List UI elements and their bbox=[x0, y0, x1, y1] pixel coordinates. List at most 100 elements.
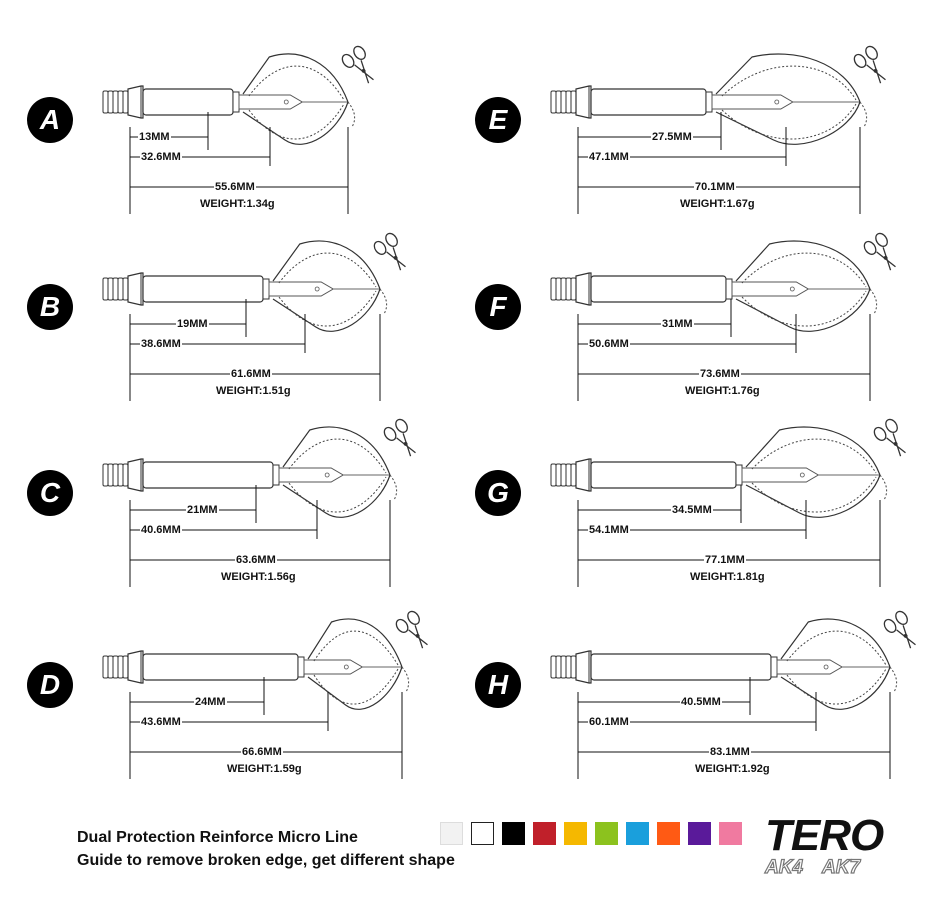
dimension-label-2: 54.1MM bbox=[588, 524, 630, 536]
shaft-thread bbox=[550, 463, 577, 487]
panel-letter-badge: F bbox=[475, 284, 521, 330]
weight-label: WEIGHT:1.56g bbox=[220, 571, 297, 583]
shaft-body bbox=[142, 461, 274, 489]
flight-outline bbox=[745, 426, 881, 518]
dimension-label-1: 31MM bbox=[661, 318, 694, 330]
dimension-label-1: 40.5MM bbox=[680, 696, 722, 708]
dimension-label-2: 40.6MM bbox=[140, 524, 182, 536]
dart-shaft-drawing bbox=[102, 232, 406, 401]
dimension-label-2: 50.6MM bbox=[588, 338, 630, 350]
shaft-thread bbox=[102, 277, 129, 301]
shaft-body bbox=[142, 275, 264, 303]
dart-shaft-drawing bbox=[102, 610, 428, 779]
dimension-label-1: 27.5MM bbox=[651, 131, 693, 143]
dart-shaft-drawing bbox=[102, 45, 374, 214]
panel-letter-badge: B bbox=[27, 284, 73, 330]
shaft-thread bbox=[102, 90, 129, 114]
scissors-icon bbox=[373, 232, 406, 271]
shaft-panel-a: A 13MM 32.6MM 55.6MM WEIGHT:1.34g bbox=[0, 0, 430, 214]
color-swatch bbox=[719, 822, 742, 845]
flight-outline bbox=[735, 240, 871, 332]
footer-line-2: Guide to remove broken edge, get differe… bbox=[77, 852, 455, 869]
color-swatch bbox=[626, 822, 649, 845]
scissors-icon bbox=[863, 232, 896, 271]
flight-outline bbox=[272, 240, 381, 332]
panel-letter-badge: G bbox=[475, 470, 521, 516]
dimension-label-2: 43.6MM bbox=[140, 716, 182, 728]
weight-label: WEIGHT:1.59g bbox=[226, 763, 303, 775]
brand-sub-ak4: AK4 bbox=[764, 857, 804, 878]
scissors-icon bbox=[341, 45, 374, 84]
shaft-panel-c: C 21MM 40.6MM 63.6MM WEIGHT:1.56g bbox=[0, 373, 430, 587]
scissors-icon bbox=[883, 610, 916, 649]
color-swatch bbox=[657, 822, 680, 845]
flight-outline bbox=[715, 53, 861, 145]
dart-shaft-drawing bbox=[550, 45, 886, 214]
dimension-label-1: 21MM bbox=[186, 504, 219, 516]
dimension-label-3: 61.6MM bbox=[230, 368, 272, 380]
dimension-label-3: 77.1MM bbox=[704, 554, 746, 566]
dart-shaft-drawing bbox=[550, 418, 906, 587]
brand-logo: TERO bbox=[765, 811, 884, 860]
brand-sub-ak7: AK7 bbox=[821, 857, 861, 878]
color-swatch bbox=[440, 822, 463, 845]
dimension-label-1: 19MM bbox=[176, 318, 209, 330]
shaft-body bbox=[590, 461, 737, 489]
color-swatch bbox=[564, 822, 587, 845]
shaft-body bbox=[590, 275, 727, 303]
shaft-panel-h: H 40.5MM 60.1MM 83.1MM WEIGHT:1.92g bbox=[448, 565, 916, 779]
panel-letter-badge: A bbox=[27, 97, 73, 143]
color-swatch bbox=[502, 822, 525, 845]
shaft-body bbox=[142, 653, 299, 681]
shaft-panel-e: E 27.5MM 47.1MM 70.1MM WEIGHT:1.67g bbox=[448, 0, 886, 214]
dart-shaft-drawing bbox=[550, 610, 916, 779]
dimension-label-2: 38.6MM bbox=[140, 338, 182, 350]
dimension-label-2: 47.1MM bbox=[588, 151, 630, 163]
shaft-panel-f: F 31MM 50.6MM 73.6MM WEIGHT:1.76g bbox=[448, 187, 896, 401]
dimension-label-3: 70.1MM bbox=[694, 181, 736, 193]
shaft-body bbox=[590, 653, 772, 681]
dimension-label-1: 34.5MM bbox=[671, 504, 713, 516]
dimension-label-1: 13MM bbox=[138, 131, 171, 143]
dimension-label-1: 24MM bbox=[194, 696, 227, 708]
panel-letter-badge: D bbox=[27, 662, 73, 708]
weight-label: WEIGHT:1.76g bbox=[684, 385, 761, 397]
weight-label: WEIGHT:1.34g bbox=[199, 198, 276, 210]
footer-line-1: Dual Protection Reinforce Micro Line bbox=[77, 829, 358, 846]
panel-letter-badge: E bbox=[475, 97, 521, 143]
shaft-thread bbox=[550, 277, 577, 301]
scissors-icon bbox=[853, 45, 886, 84]
flight-outline bbox=[282, 426, 391, 518]
dimension-label-2: 32.6MM bbox=[140, 151, 182, 163]
shaft-thread bbox=[102, 655, 129, 679]
color-swatch bbox=[533, 822, 556, 845]
dimension-label-3: 63.6MM bbox=[235, 554, 277, 566]
weight-label: WEIGHT:1.92g bbox=[694, 763, 771, 775]
flight-outline bbox=[242, 53, 349, 145]
scissors-icon bbox=[395, 610, 428, 649]
panel-letter-badge: H bbox=[475, 662, 521, 708]
dimension-label-3: 73.6MM bbox=[699, 368, 741, 380]
dimension-label-3: 66.6MM bbox=[241, 746, 283, 758]
color-swatch bbox=[688, 822, 711, 845]
shaft-body bbox=[590, 88, 707, 116]
weight-label: WEIGHT:1.67g bbox=[679, 198, 756, 210]
shaft-thread bbox=[550, 655, 577, 679]
shaft-panel-d: D 24MM 43.6MM 66.6MM WEIGHT:1.59g bbox=[0, 565, 430, 779]
scissors-icon bbox=[383, 418, 416, 457]
dimension-label-3: 55.6MM bbox=[214, 181, 256, 193]
dart-shaft-drawing bbox=[550, 232, 896, 401]
dart-shaft-drawing bbox=[102, 418, 416, 587]
panel-letter-badge: C bbox=[27, 470, 73, 516]
color-swatch bbox=[471, 822, 494, 845]
flight-outline bbox=[307, 618, 403, 710]
color-swatch bbox=[595, 822, 618, 845]
dimension-label-2: 60.1MM bbox=[588, 716, 630, 728]
shaft-thread bbox=[550, 90, 577, 114]
scissors-icon bbox=[873, 418, 906, 457]
shaft-panel-b: B 19MM 38.6MM 61.6MM WEIGHT:1.51g bbox=[0, 187, 430, 401]
weight-label: WEIGHT:1.51g bbox=[215, 385, 292, 397]
flight-outline bbox=[780, 618, 891, 710]
dimension-label-3: 83.1MM bbox=[709, 746, 751, 758]
